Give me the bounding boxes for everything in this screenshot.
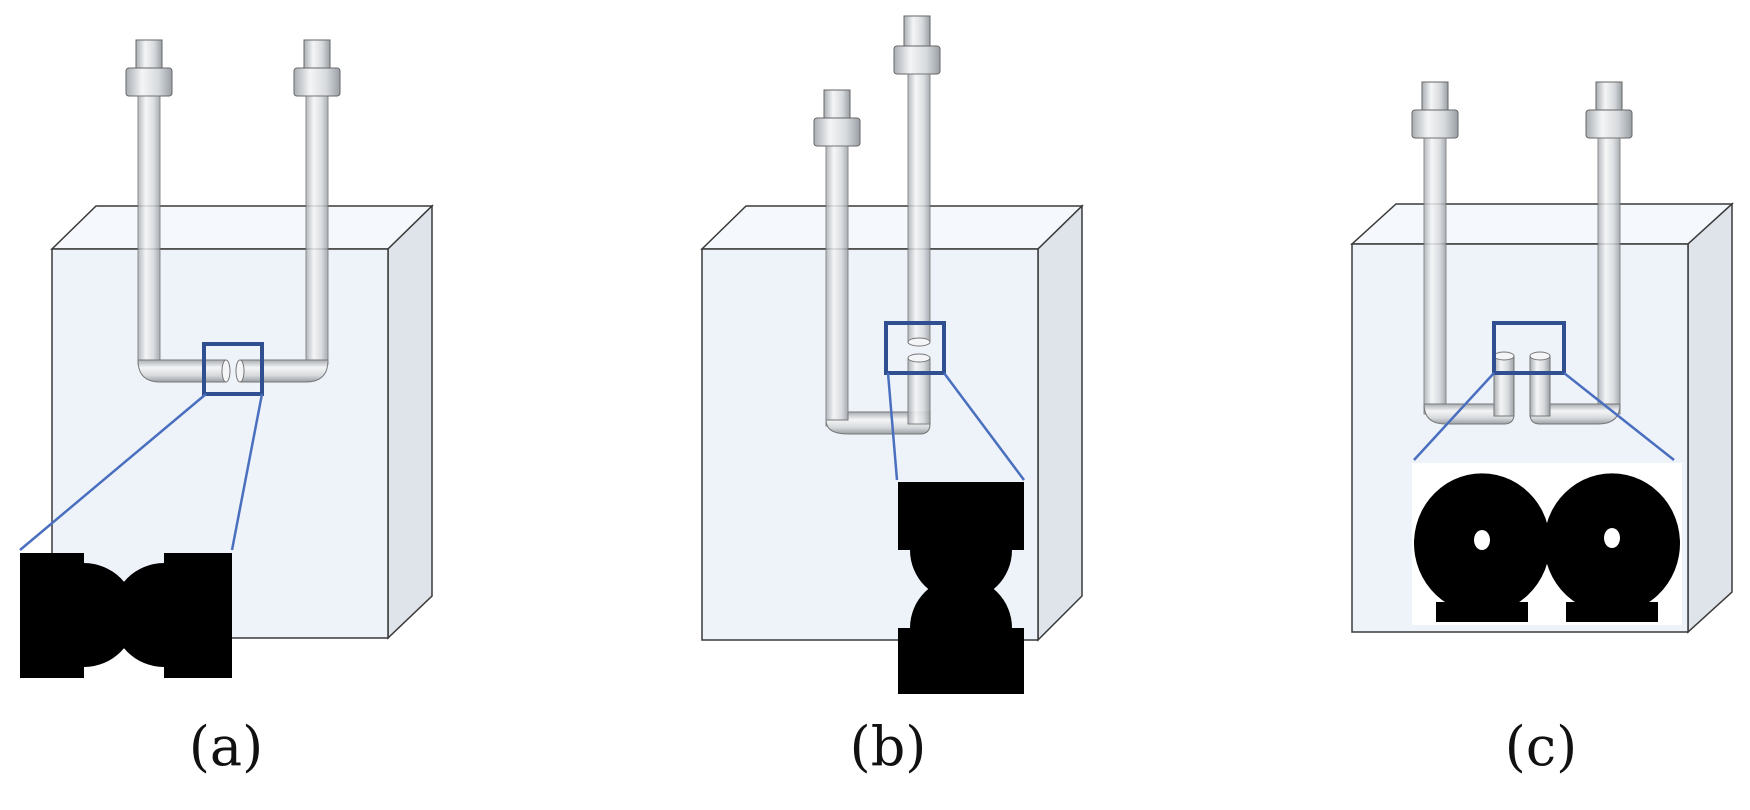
fitting-a-right-nut	[293, 67, 341, 97]
droplet-a-left	[20, 553, 136, 678]
fitting-a-right-cap	[303, 39, 331, 69]
tube-b-left-vertical	[825, 145, 849, 427]
droplet-image-a	[20, 553, 232, 678]
pipe-assembly-a	[125, 39, 341, 383]
pipe-assembly-c	[1411, 81, 1633, 425]
droplet-c-left	[1413, 473, 1550, 622]
droplet-c-left-base	[1436, 602, 1528, 622]
droplet-c-right-base	[1566, 602, 1658, 622]
fitting-b-left-cap	[823, 89, 851, 119]
caption-a: (a)	[188, 715, 264, 778]
droplet-c-right-reflection	[1604, 528, 1620, 548]
nozzle-a-left-tip	[221, 359, 231, 383]
highlight-box-c	[1492, 321, 1566, 375]
highlight-box-a	[202, 342, 264, 396]
tube-a-left-vertical	[137, 95, 161, 365]
droplet-image-b	[898, 482, 1024, 694]
panel-b	[700, 15, 1084, 694]
tank-b-side	[1037, 204, 1083, 642]
tube-c-right-riser	[1529, 355, 1551, 417]
panel-c	[1350, 81, 1734, 634]
fitting-b-left-nut	[813, 117, 861, 147]
fitting-c-right-nut	[1585, 109, 1633, 139]
tank-c-top	[1350, 203, 1734, 245]
leader-line-b-left	[886, 372, 899, 481]
nozzle-b-top-tip	[907, 337, 931, 347]
caption-c: (c)	[1504, 715, 1578, 778]
panel-a	[19, 39, 434, 678]
droplet-b-bottom	[898, 577, 1024, 694]
tube-a-right-vertical	[305, 95, 329, 365]
fitting-c-left-cap	[1421, 81, 1449, 111]
leader-line-a-left	[19, 393, 207, 551]
tube-a-right-horizontal	[239, 359, 329, 383]
highlight-box-b	[884, 321, 946, 375]
tube-c-right-vertical	[1597, 137, 1621, 415]
pipe-assembly-b	[813, 15, 941, 435]
fitting-b-right-nut	[893, 45, 941, 75]
fitting-c-left-nut	[1411, 109, 1459, 139]
nozzle-b-bottom-tip	[907, 353, 931, 363]
fitting-b-right-cap	[903, 15, 931, 47]
tank-b-top	[700, 205, 1084, 250]
tube-a-left-horizontal	[137, 359, 227, 383]
leader-line-a-right	[230, 393, 264, 551]
fitting-a-left-cap	[135, 39, 163, 69]
droplet-image-c	[1412, 463, 1682, 625]
leader-line-c-right	[1563, 372, 1675, 461]
nozzle-c-left-tip	[1493, 351, 1515, 361]
fitting-c-right-cap	[1595, 81, 1623, 111]
leader-line-c-left	[1413, 372, 1495, 461]
droplet-c-left-reflection	[1474, 530, 1490, 550]
tank-a-top	[50, 205, 434, 250]
droplet-c-right	[1544, 473, 1681, 622]
nozzle-a-right-tip	[235, 359, 245, 383]
tank-c-side	[1687, 202, 1733, 634]
fitting-a-left-nut	[125, 67, 173, 97]
leader-line-b-right	[942, 372, 1026, 481]
tube-b-right-vertical	[907, 73, 931, 343]
tube-c-left-riser	[1493, 355, 1515, 417]
nozzle-c-right-tip	[1529, 351, 1551, 361]
droplet-a-right	[112, 553, 232, 678]
tube-c-left-vertical	[1423, 137, 1447, 415]
tube-b-bottom-riser	[907, 357, 931, 425]
caption-b: (b)	[849, 715, 927, 778]
tank-a-side	[387, 204, 433, 640]
droplet-b-top	[898, 482, 1024, 601]
